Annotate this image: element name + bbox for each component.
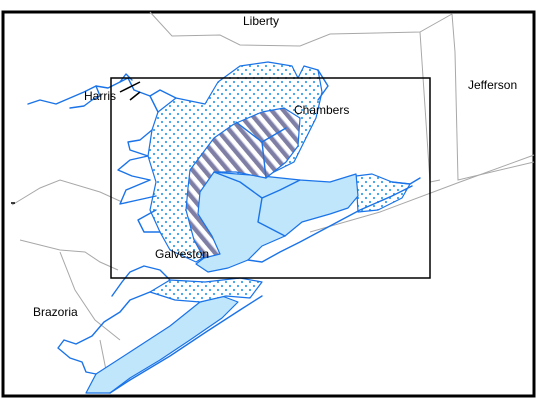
- county-label-harris: Harris: [84, 89, 116, 103]
- county-boundaries: [11, 11, 535, 391]
- west-bay-water: [85, 295, 239, 394]
- shorelines: [27, 69, 421, 394]
- county-label-jefferson: Jefferson: [468, 78, 517, 92]
- lower-wetland-stipple: [149, 277, 263, 303]
- hatch-dividers: [213, 121, 301, 237]
- hatched-zone: [185, 107, 301, 259]
- east-wetland-stipple: [355, 173, 411, 213]
- study-area-box: [110, 77, 431, 279]
- county-label-galveston: Galveston: [155, 247, 209, 261]
- county-label-chambers: Chambers: [294, 103, 349, 117]
- county-label-brazoria: Brazoria: [33, 305, 78, 319]
- corner-tick: [119, 81, 141, 93]
- corner-tick-2: [129, 91, 141, 101]
- county-label-liberty: Liberty: [243, 14, 279, 28]
